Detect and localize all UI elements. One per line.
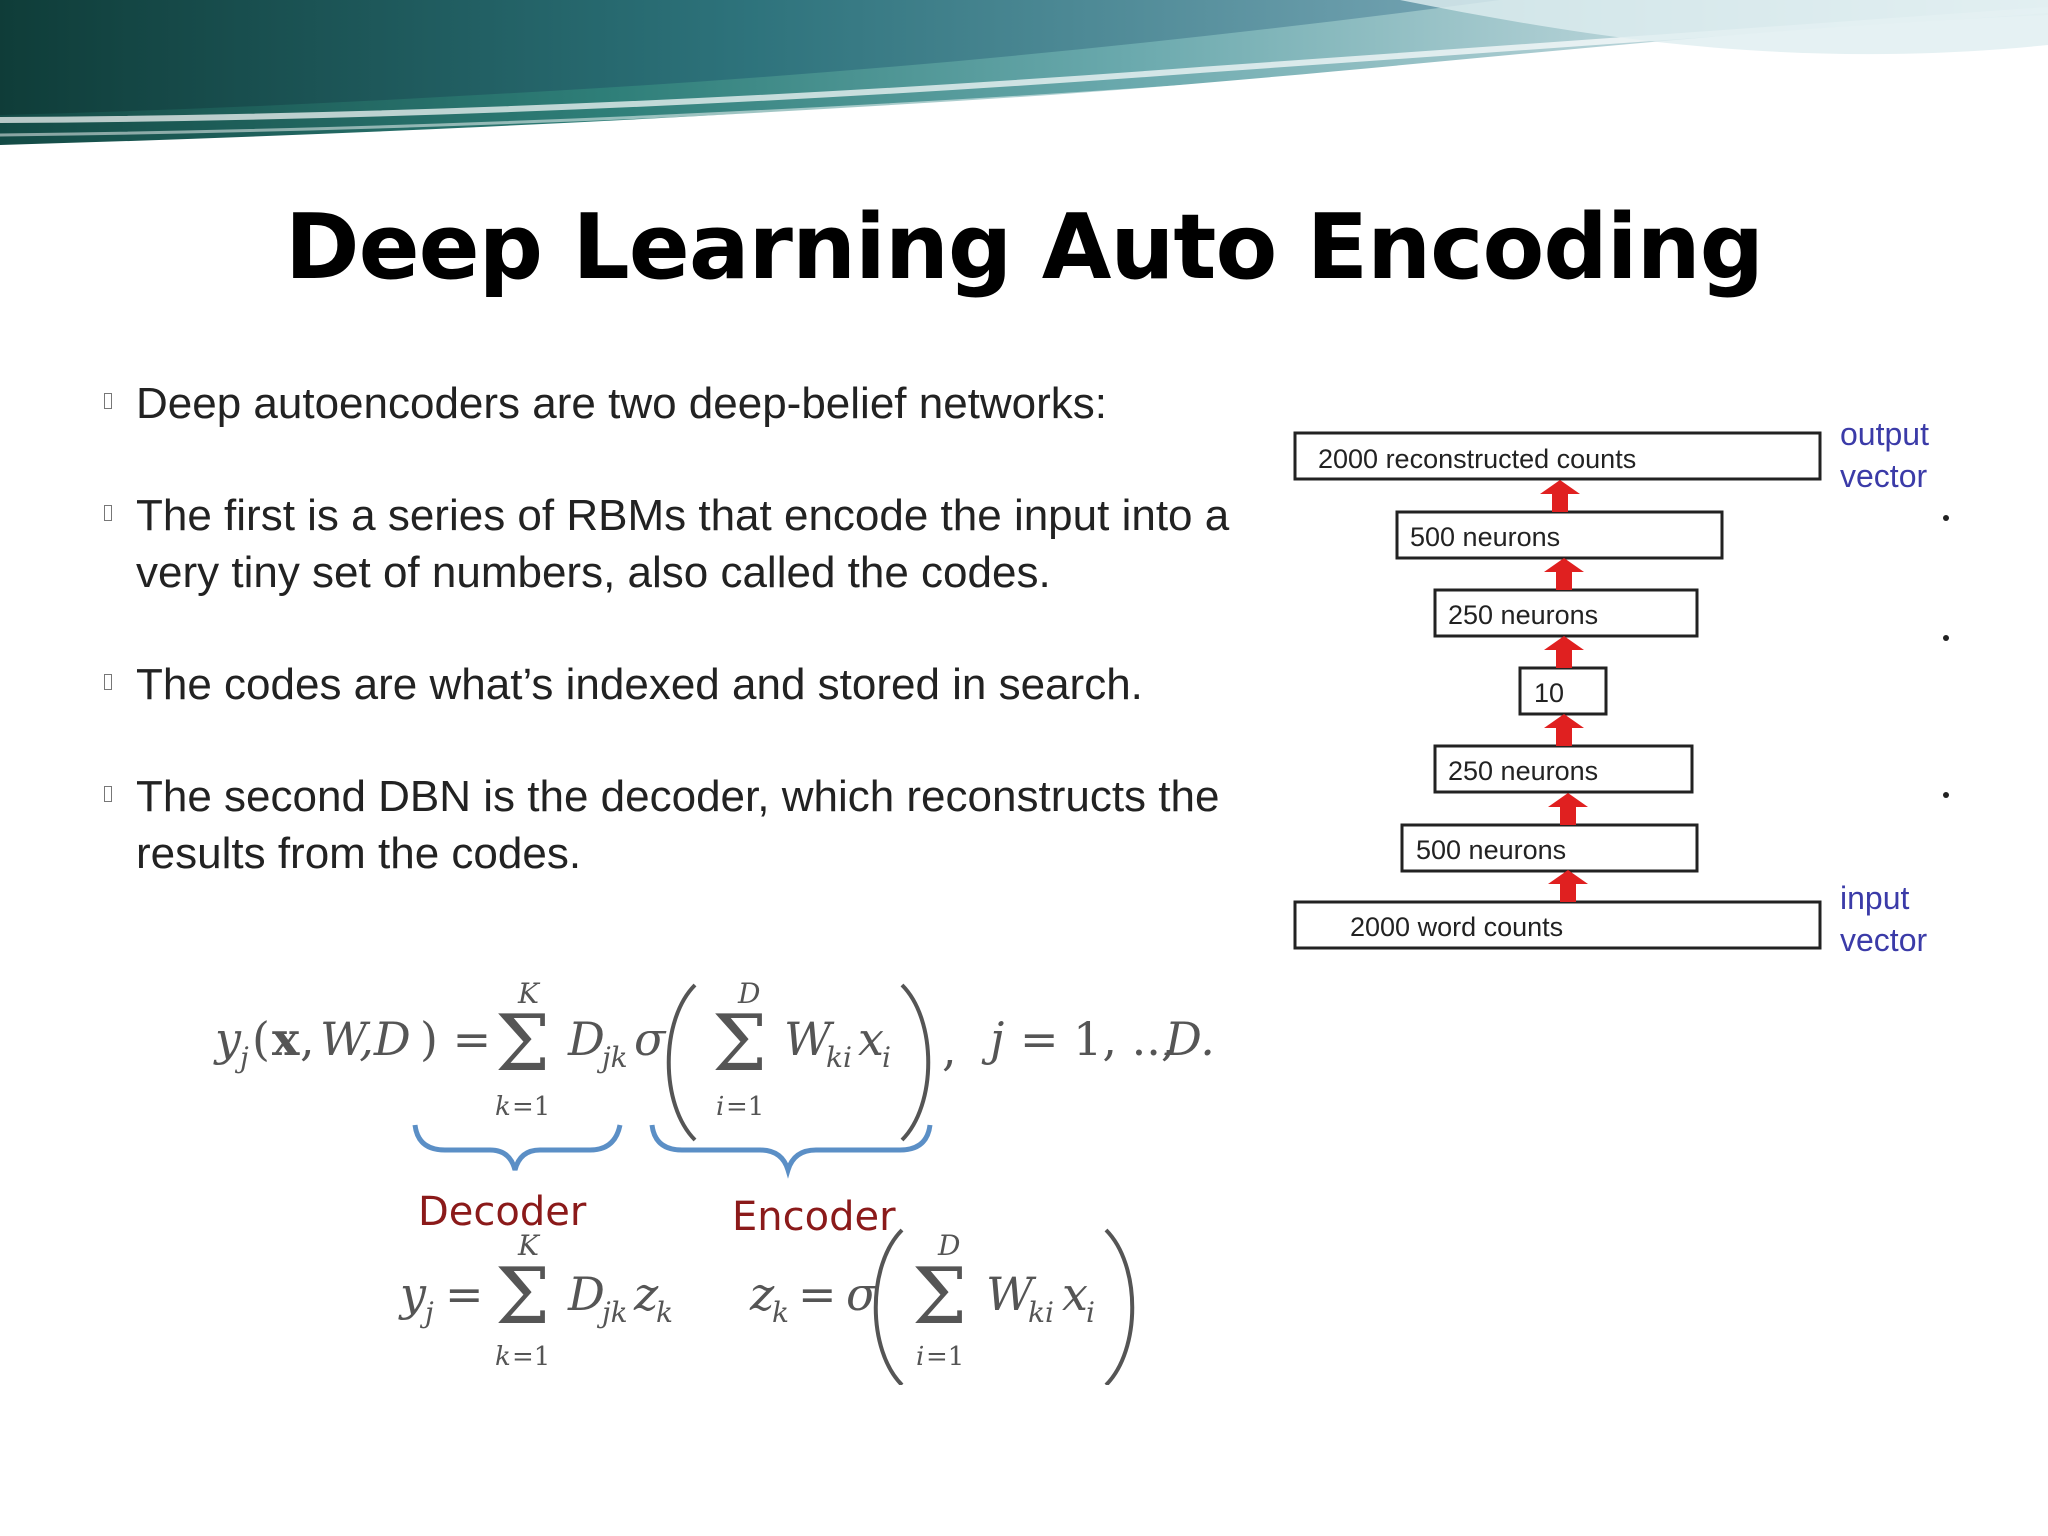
bullet-marker-icon	[104, 505, 112, 521]
layer-box-code	[1518, 666, 1608, 716]
svg-text:,: ,	[300, 1012, 315, 1066]
svg-text:k: k	[772, 1296, 789, 1329]
layer-box-input	[1293, 900, 1822, 950]
svg-text:D: D	[567, 1012, 605, 1066]
svg-text:=1: =1	[512, 1092, 550, 1122]
dot-mark	[1943, 515, 1949, 521]
svg-text:(: (	[252, 1012, 270, 1066]
slide-title: Deep Learning Auto Encoding	[284, 195, 1764, 300]
svg-text:D: D	[937, 1229, 960, 1262]
dot-mark	[1943, 792, 1949, 798]
encoder-equation: z k = σ D Σ i =1 W ki x i	[749, 1228, 1135, 1385]
svg-text:=1: =1	[926, 1342, 964, 1372]
svg-text:x: x	[272, 1012, 300, 1066]
layer-box-500-bottom	[1400, 823, 1699, 873]
svg-text:,: ,	[942, 1022, 957, 1076]
arrow-group	[1540, 480, 1588, 902]
layer-box-output	[1293, 431, 1822, 481]
svg-text:=: =	[445, 1267, 484, 1321]
svg-text:k: k	[495, 1092, 511, 1122]
layer-label-500-bottom: 500 neurons	[1416, 835, 1566, 865]
svg-text:=1: =1	[512, 1342, 550, 1372]
svg-text:K: K	[517, 977, 541, 1010]
svg-text:Σ: Σ	[495, 999, 550, 1089]
arrow-up-icon	[1548, 793, 1588, 825]
bullet-text: Deep autoencoders are two deep-belief ne…	[136, 379, 1108, 428]
svg-text:Σ: Σ	[912, 1252, 967, 1342]
arrow-up-icon	[1540, 480, 1580, 512]
autoencoder-equations: y j ( x , W,D ) = K Σ k =1 D jk σ D Σ i …	[213, 977, 1215, 1385]
dot-mark	[1943, 635, 1949, 641]
layer-box-250-top	[1433, 588, 1699, 638]
layer-label-250-top: 250 neurons	[1448, 600, 1598, 630]
output-label-line2: vector	[1840, 458, 1927, 494]
svg-text:=: =	[798, 1267, 837, 1321]
bullet-list: Deep autoencoders are two deep-belief ne…	[100, 375, 1290, 882]
svg-text:ki: ki	[826, 1041, 852, 1074]
layer-label-250-bottom: 250 neurons	[1448, 756, 1598, 786]
svg-text:W,D: W,D	[320, 1012, 411, 1066]
arrow-up-icon	[1544, 714, 1584, 746]
bullet-text: The codes are what’s indexed and stored …	[136, 660, 1143, 709]
input-label-line2: vector	[1840, 922, 1927, 958]
layer-label-input: 2000 word counts	[1350, 912, 1563, 942]
arrow-up-icon	[1544, 636, 1584, 668]
svg-text:ki: ki	[1028, 1296, 1054, 1329]
bullet-item: The codes are what’s indexed and stored …	[100, 656, 1290, 713]
svg-text:Σ: Σ	[495, 1252, 550, 1342]
svg-text:K: K	[517, 1229, 541, 1262]
encoder-brace	[649, 1124, 933, 1179]
layer-label-code: 10	[1534, 678, 1564, 708]
bullet-marker-icon	[104, 393, 112, 409]
svg-text:D: D	[567, 1267, 605, 1321]
encoder-label: Encoder	[732, 1194, 896, 1240]
bullet-text: The second DBN is the decoder, which rec…	[136, 772, 1220, 878]
svg-text:i: i	[882, 1041, 891, 1074]
bullet-item: The second DBN is the decoder, which rec…	[100, 768, 1290, 882]
svg-text:z: z	[633, 1267, 659, 1321]
svg-text:=1: =1	[726, 1092, 764, 1122]
svg-text:σ: σ	[846, 1267, 879, 1321]
svg-text:W: W	[986, 1267, 1037, 1321]
layer-label-output: 2000 reconstructed counts	[1318, 444, 1636, 474]
svg-text:D.: D.	[1164, 1012, 1215, 1066]
svg-text:i: i	[916, 1342, 924, 1372]
decoder-brace	[412, 1124, 623, 1171]
svg-text:k: k	[656, 1296, 673, 1329]
autoencoder-diagram: 2000 reconstructed counts 500 neurons 25…	[1293, 416, 1949, 958]
svg-text:D: D	[737, 977, 760, 1010]
svg-text:y: y	[398, 1267, 427, 1321]
bullet-marker-icon	[104, 674, 112, 690]
header-banner	[0, 0, 2048, 160]
main-equation: y j ( x , W,D ) = K Σ k =1 D jk σ D Σ i …	[213, 977, 1215, 1142]
input-label-line1: input	[1840, 880, 1910, 916]
svg-text:jk: jk	[596, 1041, 628, 1074]
bullet-marker-icon	[104, 786, 112, 802]
bullet-text: The first is a series of RBMs that encod…	[136, 491, 1230, 597]
bullet-item: Deep autoencoders are two deep-belief ne…	[100, 375, 1290, 432]
decoder-label: Decoder	[418, 1189, 587, 1235]
svg-text:x: x	[858, 1012, 884, 1066]
svg-text:W: W	[784, 1012, 835, 1066]
svg-text:Σ: Σ	[712, 999, 767, 1089]
layer-label-500-top: 500 neurons	[1410, 522, 1560, 552]
arrow-up-icon	[1544, 558, 1584, 590]
svg-text:i: i	[716, 1092, 724, 1122]
svg-text:jk: jk	[596, 1296, 628, 1329]
svg-text:i: i	[1086, 1296, 1095, 1329]
svg-text:z: z	[749, 1267, 775, 1321]
bullet-item: The first is a series of RBMs that encod…	[100, 487, 1290, 601]
svg-text:) =: ) =	[420, 1012, 491, 1066]
decoder-equation: y j = K Σ k =1 D jk z k	[398, 1229, 673, 1372]
svg-text:y: y	[213, 1012, 242, 1066]
svg-text:j: j	[981, 1012, 1004, 1066]
svg-text:k: k	[495, 1342, 511, 1372]
arrow-up-icon	[1548, 870, 1588, 902]
svg-text:x: x	[1062, 1267, 1088, 1321]
svg-text:σ: σ	[634, 1012, 667, 1066]
output-label-line1: output	[1840, 416, 1929, 452]
svg-text:= 1, ..,: = 1, ..,	[1020, 1012, 1176, 1066]
